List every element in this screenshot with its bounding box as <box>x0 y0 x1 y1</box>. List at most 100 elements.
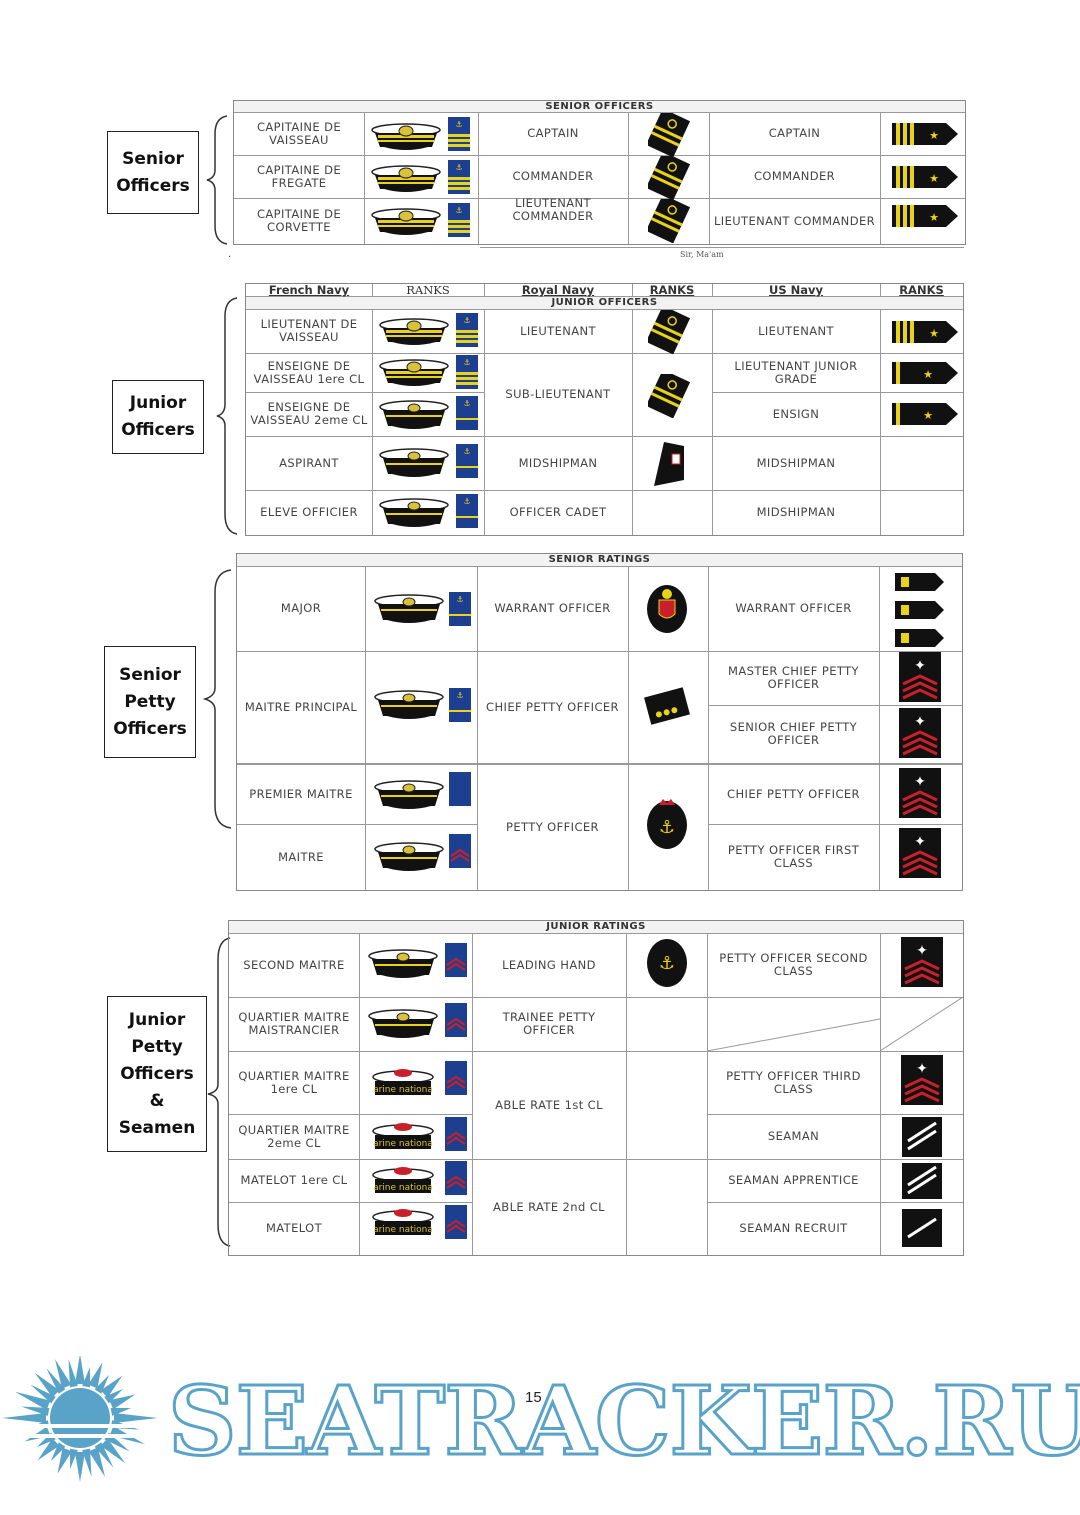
us-rank: CAPTAIN <box>768 126 821 140</box>
royal-rank: CHIEF PETTY OFFICER <box>486 699 619 714</box>
group-label-line: & <box>149 1090 165 1111</box>
shoulder-strap-icon <box>456 355 478 389</box>
group-label-line: Officers <box>113 718 187 739</box>
shoulder-strap-icon <box>456 494 478 528</box>
royal-rank: LEADING HAND <box>502 957 596 972</box>
shoulder-strap-icon <box>449 592 471 626</box>
shoulder-strap-icon <box>448 117 470 151</box>
section-title: JUNIOR OFFICERS <box>246 297 963 310</box>
section-title: JUNIOR RATINGS <box>229 921 963 934</box>
us-rank: MASTER CHIEF PETTY OFFICER <box>728 664 859 691</box>
diagonal-line <box>707 997 963 1051</box>
royal-rank: PETTY OFFICER <box>506 820 599 834</box>
shoulder-board-icon <box>648 113 691 157</box>
officer-cap-icon <box>371 123 441 151</box>
chevron-rating-icon <box>899 708 941 760</box>
shoulder-strap-icon <box>445 1161 467 1196</box>
table-junior-officers: French Navy RANKS Royal Navy RANKS US Na… <box>245 283 964 536</box>
us-rank: LIEUTENANT <box>758 323 834 338</box>
officer-cap-icon <box>379 318 449 346</box>
shoulder-board-icon <box>648 374 691 418</box>
group-label-line: Seamen <box>118 1117 196 1138</box>
royal-rank: TRAINEE PETTY OFFICER <box>502 1010 596 1037</box>
group-label-line: Petty <box>124 691 176 712</box>
leading-hand-badge-icon <box>647 939 687 987</box>
us-rank: SEAMAN RECRUIT <box>739 1221 848 1235</box>
seaman-stripes-icon <box>902 1117 942 1157</box>
french-rank: QUARTIER MAITRE MAISTRANCIER <box>238 1010 350 1037</box>
chevron-rating-icon <box>899 768 941 820</box>
section-title: SENIOR OFFICERS <box>234 101 965 113</box>
note: Sir, Ma'am <box>680 250 724 259</box>
page-number: 15 <box>525 1389 542 1406</box>
group-label-line: Senior <box>122 148 184 169</box>
royal-rank: LIEUTENANT <box>520 323 596 338</box>
chevron-rating-icon <box>901 937 943 989</box>
royal-rank: WARRANT OFFICER <box>494 601 611 615</box>
french-rank: MAJOR <box>280 601 322 615</box>
sailor-cap-icon <box>372 1069 434 1096</box>
officer-cap-icon <box>374 594 444 624</box>
group-label-line: Junior <box>129 393 187 413</box>
officer-cap-icon <box>368 949 438 979</box>
officer-cap-icon <box>374 690 444 720</box>
shoulder-strap-icon <box>456 313 478 347</box>
officer-cap-icon <box>379 498 449 528</box>
us-rank: PETTY OFFICER FIRST CLASS <box>727 843 860 870</box>
group-label-junior-petty: Junior Petty Officers & Seamen <box>107 996 207 1152</box>
column-header: US Navy <box>768 283 823 297</box>
group-label-line: Officers <box>120 1063 194 1084</box>
shoulder-strap-icon <box>445 1205 467 1240</box>
shoulder-strap-icon <box>456 444 478 478</box>
column-header: French Navy <box>268 283 350 297</box>
shoulder-board-icon <box>648 310 691 354</box>
us-shoulder-board-icon <box>892 321 958 343</box>
group-label-line: Officers <box>121 420 195 440</box>
french-rank: CAPITAINE DE CORVETTE <box>256 207 342 234</box>
column-header: RANKS <box>899 283 944 297</box>
us-rank: MIDSHIPMAN <box>756 455 836 470</box>
french-rank: ASPIRANT <box>279 455 339 470</box>
shoulder-board-icon <box>648 156 691 200</box>
column-header: RANKS <box>406 283 450 297</box>
warrant-board-icon <box>895 573 944 591</box>
group-label-senior-petty: Senior Petty Officers <box>104 646 196 758</box>
officer-cap-icon <box>371 165 441 193</box>
group-label-junior-officers: Junior Officers <box>112 380 204 454</box>
royal-arms-badge-icon <box>647 585 687 633</box>
us-rank: PETTY OFFICER SECOND CLASS <box>719 951 868 978</box>
french-rank: MATELOT <box>265 1221 323 1235</box>
french-rank: CAPITAINE DE VAISSEAU <box>256 119 342 147</box>
us-rank: ENSIGN <box>772 406 820 421</box>
chevron-rating-icon <box>901 1055 943 1107</box>
us-rank: LIEUTENANT COMMANDER <box>713 213 876 228</box>
brace-icon <box>206 115 228 245</box>
officer-cap-icon <box>371 208 441 236</box>
french-rank: ENSEIGNE DE VAISSEAU 1ere CL <box>253 358 365 386</box>
shoulder-strap-icon <box>456 396 478 430</box>
royal-rank: MIDSHIPMAN <box>518 455 598 470</box>
table-junior-ratings: JUNIOR RATINGS SECOND MAITRE QUARTIER MA… <box>228 920 964 1256</box>
french-rank: QUARTIER MAITRE 1ere CL <box>238 1068 350 1096</box>
section-title: SENIOR RATINGS <box>237 554 962 567</box>
us-shoulder-board-icon <box>892 205 958 227</box>
royal-rank: LIEUTENANT COMMANDER <box>512 196 594 223</box>
officer-cap-icon <box>368 1009 438 1039</box>
french-rank: MAITRE <box>278 849 324 864</box>
us-rank: COMMANDER <box>753 169 836 183</box>
seaman-stripes-icon <box>902 1163 942 1199</box>
midshipman-patch-icon <box>654 442 684 486</box>
shoulder-strap-icon <box>448 160 470 194</box>
us-rank: SENIOR CHIEF PETTY OFFICER <box>729 720 858 747</box>
french-rank: ENSEIGNE DE VAISSEAU 2eme CL <box>250 400 368 427</box>
shoulder-strap-icon <box>448 203 470 237</box>
sailor-cap-icon <box>372 1167 434 1194</box>
group-label-line: Senior <box>119 664 181 685</box>
us-shoulder-board-icon <box>892 362 958 384</box>
us-shoulder-board-icon <box>892 123 958 145</box>
us-rank: CHIEF PETTY OFFICER <box>727 787 860 801</box>
officer-cap-icon <box>379 359 449 387</box>
warrant-board-icon <box>895 601 944 619</box>
shoulder-strap-icon <box>445 1061 467 1096</box>
royal-rank: SUB-LIEUTENANT <box>505 387 611 401</box>
